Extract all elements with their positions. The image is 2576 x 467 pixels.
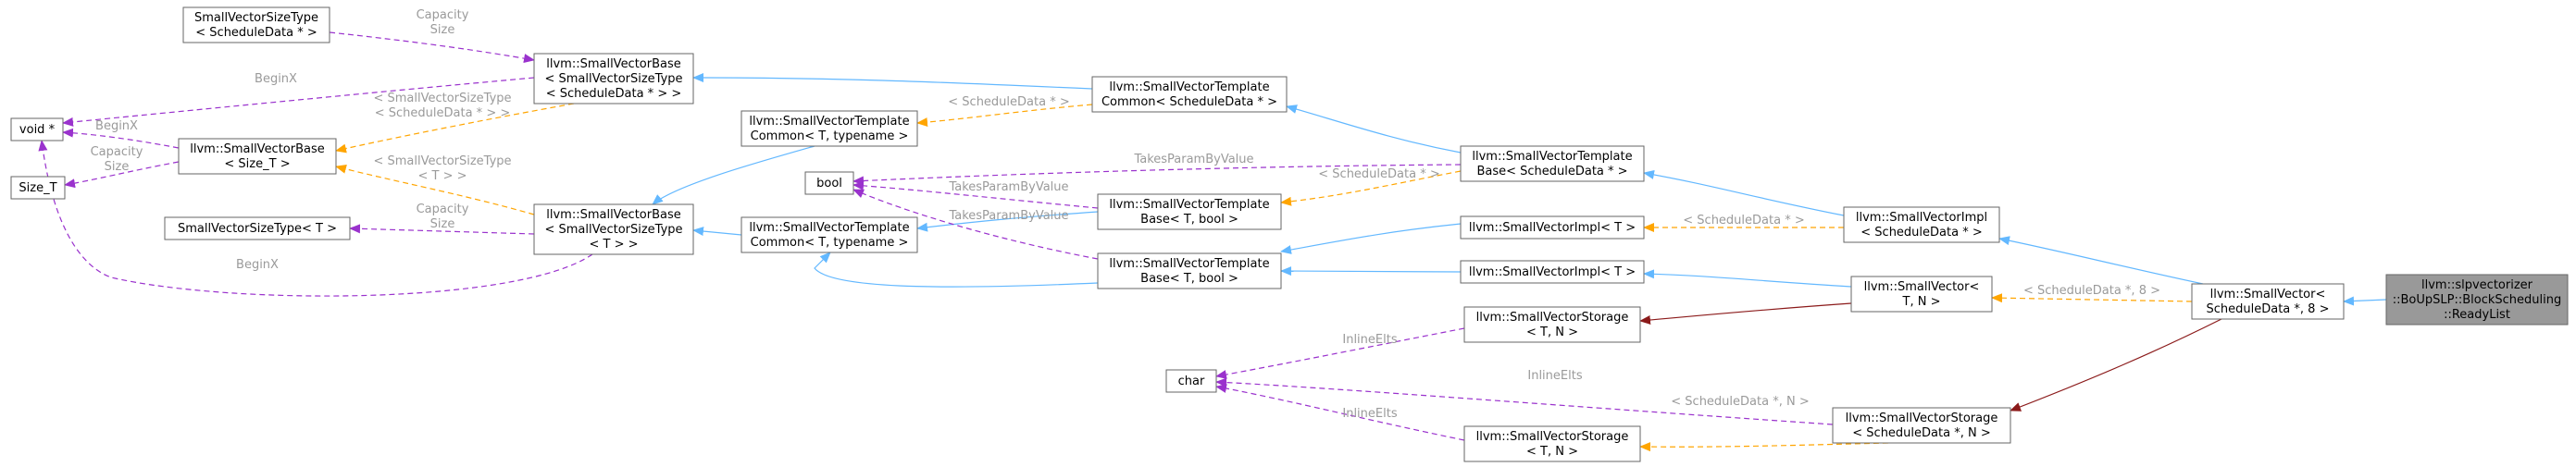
edge-inst-svtb_sd-svtbA (1280, 170, 1462, 206)
node-label: char (1178, 375, 1205, 388)
node-label: llvm::SmallVectorImpl< T > (1469, 265, 1636, 279)
node-svstorage-t-n-a[interactable]: llvm::SmallVectorStorage< T, N > (1463, 306, 1641, 343)
edge-use-svst_t-svbase_t (349, 224, 535, 235)
edge-inh-svbase_t-svtcmid (692, 227, 742, 237)
edge-use-svtbB-bool (852, 189, 1099, 260)
edge-label-takes-param-top: TakesParamByValue (1133, 153, 1253, 166)
node-svst-sd[interactable]: SmallVectorSizeType< ScheduleData * > (182, 6, 330, 43)
edge-use-svtb_sd-bool (852, 164, 1462, 186)
node-svimpl-t-b[interactable]: llvm::SmallVectorImpl< T > (1460, 260, 1645, 284)
edge-use-svbase_size_t-size_t (64, 161, 180, 189)
edge-inh-svtb_sd-svtc_sd (1286, 104, 1462, 154)
edge-label-inline-elts-a: InlineElts (1342, 333, 1397, 347)
edge-inh-svimpl_sd-svtb_sd (1643, 169, 1845, 216)
node-bool[interactable]: bool (804, 171, 854, 195)
edge-use-svbase_t-void (38, 140, 593, 297)
node-void-ptr[interactable]: void * (10, 117, 64, 141)
edge-inh-svimpl_t_b-svtbB (1280, 266, 1462, 277)
edge-inst-storage_sd-storageB (1639, 442, 1889, 452)
node-svbase-sd[interactable]: llvm::SmallVectorBase< SmallVectorSizeTy… (533, 53, 694, 104)
node-label: void * (19, 123, 56, 137)
edge-label-beginx-left: BeginX (95, 119, 138, 133)
node-svbase-size-t[interactable]: llvm::SmallVectorBase< Size_T > (178, 138, 337, 175)
edge-label-svst-sd-inst: < SmallVectorSizeType< ScheduleData * > … (373, 92, 511, 120)
edge-label-sd-n-inst: < ScheduleData *, N > (1671, 395, 1809, 409)
edge-label-sd-inst-base: < ScheduleData * > (1318, 167, 1439, 181)
node-sv-t-n[interactable]: llvm::SmallVector<T, N > (1850, 276, 1993, 313)
node-label: llvm::SmallVectorBase< Size_T > (190, 142, 325, 171)
edge-inh-svimpl_t_a-svtbA (1280, 223, 1462, 254)
edge-use-svbase_sd-void (62, 77, 535, 127)
edge-inh-svtctop-svbase_t (652, 145, 815, 205)
edge-label-inline-elts-c: InlineElts (1342, 407, 1397, 421)
node-size-t[interactable]: Size_T (10, 176, 66, 200)
node-svstorage-t-n-b[interactable]: llvm::SmallVectorStorage< T, N > (1463, 425, 1641, 462)
edge-label-sd-inst-common: < ScheduleData * > (948, 95, 1069, 109)
edge-use-storage_sd-char (1215, 377, 1834, 425)
node-label: llvm::SmallVectorStorage< T, N > (1476, 430, 1629, 459)
edge-use-svbase_size_t-void (62, 128, 180, 149)
edge-use-storageB-char (1215, 384, 1465, 441)
edge-inst-svtc_sd-svtctop (916, 104, 1093, 128)
edge-label-sd-8-inst: < ScheduleData *, 8 > (2023, 284, 2160, 298)
edge-inh-svtcmid-svtbB (814, 252, 1099, 288)
edge-priv-sv_t_n-storage (1639, 302, 1852, 325)
node-label: llvm::SmallVectorImpl< T > (1469, 221, 1636, 235)
edge-label-beginx-bottom: BeginX (236, 258, 279, 272)
node-label: llvm::SmallVectorImpl< ScheduleData * > (1856, 211, 1987, 240)
edge-label-beginx-top: BeginX (255, 72, 297, 86)
node-readylist[interactable]: llvm::slpvectorizer::BoUpSLP::BlockSched… (2385, 274, 2569, 326)
node-svimpl-t-a[interactable]: llvm::SmallVectorImpl< T > (1460, 215, 1645, 240)
node-label: SmallVectorSizeType< T > (178, 222, 337, 236)
node-label: llvm::SmallVectorStorage< ScheduleData *… (1846, 412, 1998, 440)
edge-inh-svtc_sd-svbase_sd (692, 73, 1093, 90)
edge-inh-svtcmid-svtbA (916, 211, 1099, 232)
edge-use-storageA-char (1215, 327, 1465, 379)
edge-priv-sv_sd_8-storage_sd (2010, 318, 2222, 412)
node-char[interactable]: char (1165, 369, 1217, 393)
edge-label-sd-inst-impl: < ScheduleData * > (1683, 214, 1804, 227)
node-svst-t[interactable]: SmallVectorSizeType< T > (164, 216, 351, 240)
edge-label-svst-t-inst: < SmallVectorSizeType< T > > (373, 154, 511, 183)
node-sv-sd-8[interactable]: llvm::SmallVector<ScheduleData *, 8 > (2191, 283, 2345, 320)
edge-label-takes-param-b: TakesParamByValue (948, 209, 1068, 223)
node-label: llvm::SmallVector<T, N > (1864, 280, 1980, 309)
edge-use-svst_sd-svbase_sd (329, 31, 535, 64)
edge-inst-sv_sd_8-sv_t_n (1991, 293, 2193, 303)
edge-label-takes-param-a: TakesParamByValue (948, 180, 1068, 194)
node-label: llvm::slpvectorizer::BoUpSLP::BlockSched… (2393, 278, 2562, 322)
node-label: llvm::SmallVector<ScheduleData *, 8 > (2207, 288, 2330, 316)
edge-inh-sv_t_n-svimpl_t_b (1643, 269, 1852, 288)
node-label: llvm::SmallVectorStorage< T, N > (1476, 311, 1629, 339)
node-svstorage-sd-n[interactable]: llvm::SmallVectorStorage< ScheduleData *… (1832, 407, 2011, 444)
node-svimpl-sd[interactable]: llvm::SmallVectorImpl< ScheduleData * > (1843, 206, 2000, 243)
node-label: SmallVectorSizeType< ScheduleData * > (194, 11, 318, 40)
edge-inh-sv_sd_8-svimpl_sd (1998, 236, 2204, 285)
node-svbase-t[interactable]: llvm::SmallVectorBase< SmallVectorSizeTy… (533, 203, 694, 255)
node-label: llvm::SmallVectorBase< SmallVectorSizeTy… (544, 57, 682, 101)
node-label: bool (816, 177, 842, 190)
edge-inh-readylist-sv_sd_8 (2343, 296, 2387, 306)
edge-label-inline-elts-b: InlineElts (1527, 369, 1582, 383)
node-label: Size_T (19, 181, 56, 195)
node-label: llvm::SmallVectorBase< SmallVectorSizeTy… (544, 208, 682, 252)
